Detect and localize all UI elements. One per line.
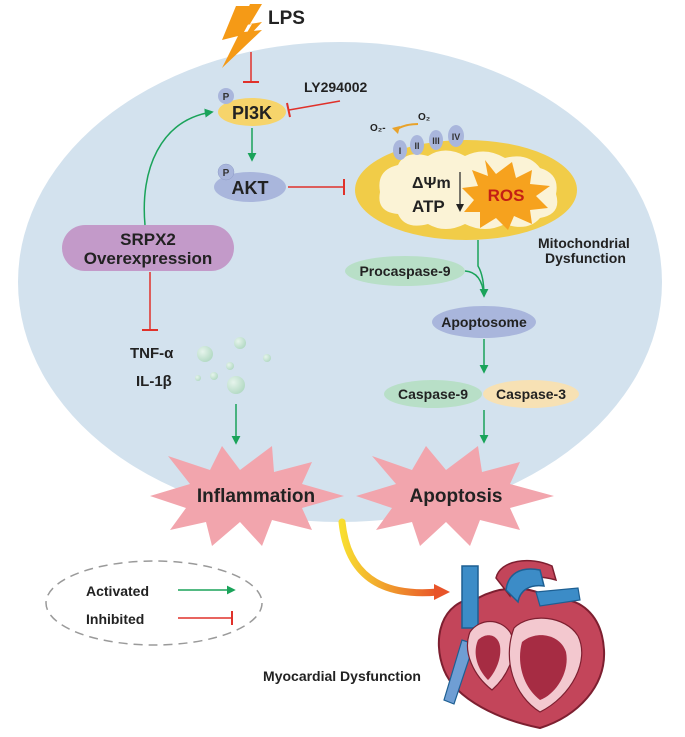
oxygen-label: O₂ (418, 112, 430, 123)
caspase9-label: Caspase-9 (398, 386, 468, 402)
legend-inhibited-label: Inhibited (86, 611, 144, 627)
procaspase9-node (345, 256, 465, 286)
il1b-label: IL-1β (136, 373, 172, 390)
to-heart-arrowhead (434, 584, 450, 600)
heart-icon (437, 559, 606, 730)
tnf-alpha-label: TNF-α (130, 345, 174, 362)
ros-label: ROS (488, 186, 525, 205)
akt-phospho-label: P (223, 168, 230, 179)
ly-inhibit-line (288, 100, 341, 111)
srpx2-label-line1: SRPX2 (120, 230, 176, 249)
inflammation-burst (150, 446, 344, 546)
apoptosome-label: Apoptosome (441, 314, 527, 330)
atp-label: ATP (412, 197, 445, 216)
procaspase9-label: Procaspase-9 (359, 263, 450, 279)
akt-node (214, 172, 286, 202)
caspase3-label: Caspase-3 (496, 386, 566, 402)
complex-4: IV (452, 132, 461, 142)
ly-inhibit-bar (286, 102, 291, 118)
procaspase-apoptosome-arrow (464, 270, 485, 297)
mito-dysfunction-line2: Dysfunction (545, 250, 626, 266)
complex-3: III (432, 136, 440, 146)
lps-label: LPS (268, 8, 305, 29)
decrease-arrow-head (456, 204, 464, 212)
legend-activated-label: Activated (86, 583, 149, 599)
srpx2-label-line2: Overexpression (84, 249, 213, 268)
mito-dysfunction-line1: Mitochondrial (538, 235, 630, 251)
ros-burst (462, 160, 550, 230)
apoptosome-node (432, 306, 536, 338)
cell-membrane (18, 42, 662, 522)
pi3k-label: PI3K (232, 103, 272, 123)
lightning-bolt-icon (222, 6, 262, 68)
membrane-potential-label: ΔΨm (412, 175, 451, 192)
caspase9-node (384, 380, 482, 408)
pi3k-phospho-label: P (223, 92, 230, 103)
electron-transport-chain: I II III IV (393, 125, 464, 160)
cytokine-particles (195, 337, 271, 394)
apoptosis-burst (356, 446, 554, 546)
to-heart-curve (338, 518, 442, 597)
akt-phospho-badge (217, 163, 235, 181)
pi3k-node (218, 98, 286, 126)
legend-frame (45, 560, 263, 646)
caspase3-node (483, 380, 579, 408)
oxygen-arrow-head (392, 126, 400, 134)
srpx2-node (62, 225, 234, 271)
srpx2-pi3k-arrow (143, 108, 214, 226)
pi3k-phospho-badge (218, 88, 234, 104)
ly294002-label: LY294002 (304, 79, 368, 95)
complex-1: I (399, 146, 402, 156)
myocardial-dysfunction-label: Myocardial Dysfunction (263, 668, 421, 684)
apoptosis-label: Apoptosis (410, 486, 503, 507)
akt-label: AKT (232, 178, 269, 198)
superoxide-label: O₂- (370, 123, 386, 134)
complex-2: II (414, 141, 419, 151)
inflammation-label: Inflammation (197, 486, 315, 507)
